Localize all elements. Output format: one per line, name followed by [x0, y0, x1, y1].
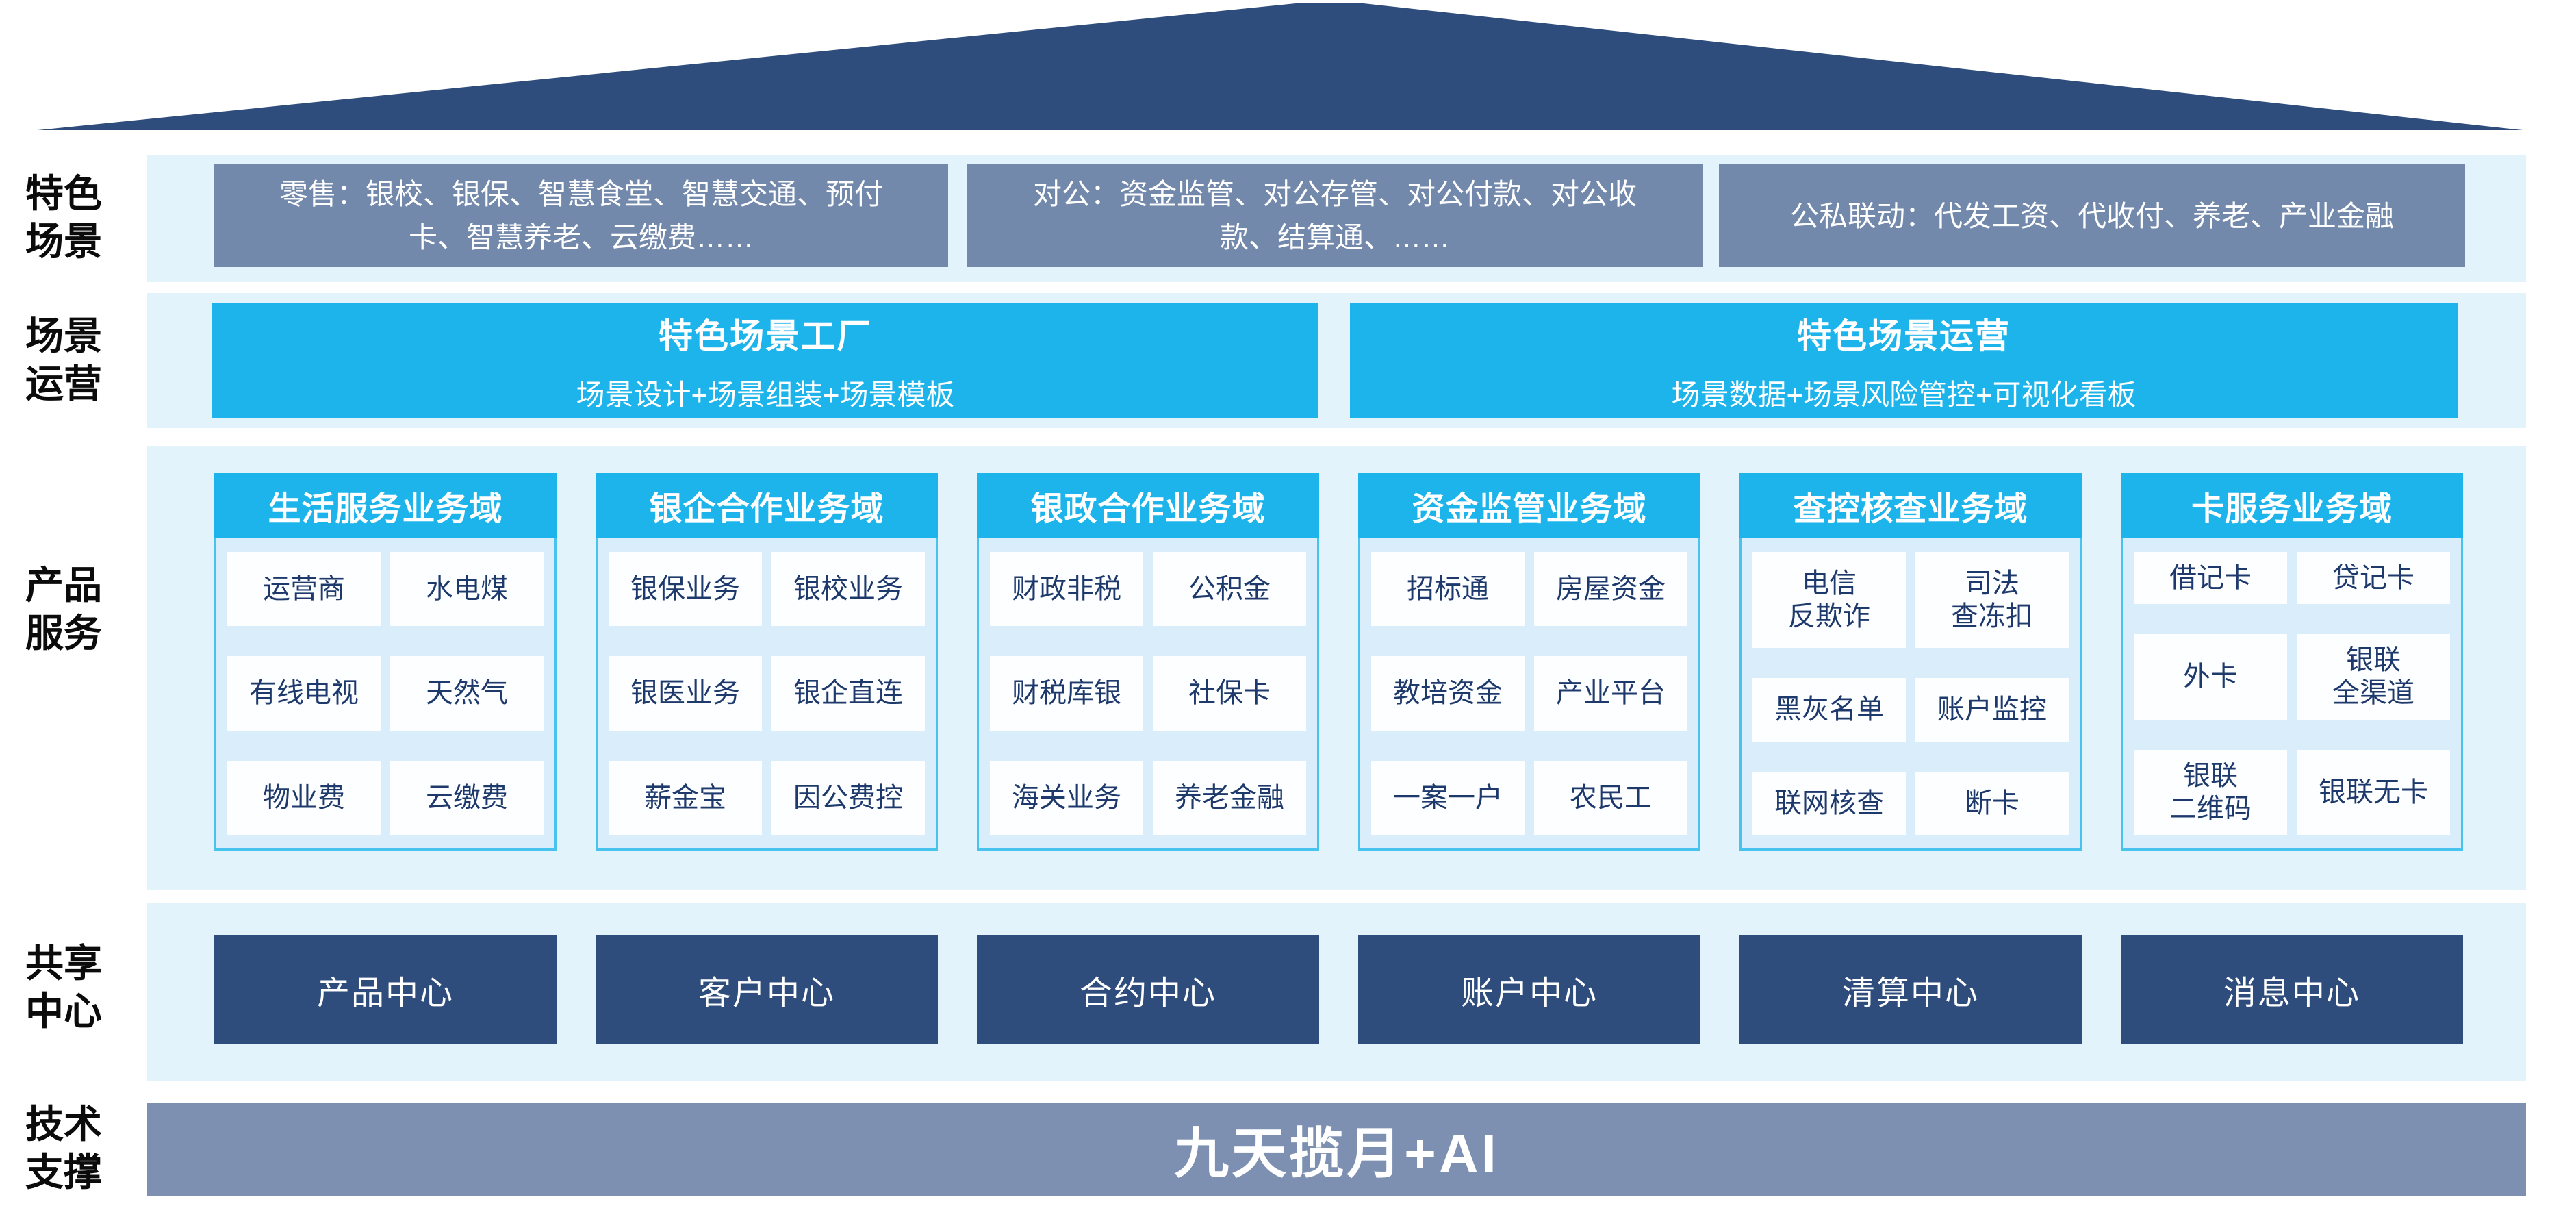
product-item: 有线电视 [227, 656, 381, 731]
side-label-scenes: 特色 场景 [25, 172, 102, 263]
products-band: 生活服务业务域 运营商 水电煤 有线电视 天然气 物业费 云缴费 银企合作业务域… [147, 446, 2526, 890]
product-column-inspection: 查控核查业务域 电信 反欺诈 司法 查冻扣 黑灰名单 账户监控 联网核查 断卡 [1739, 473, 2082, 851]
product-item: 物业费 [227, 760, 381, 835]
product-item: 外卡 [2134, 634, 2287, 720]
shared-center-account: 账户中心 [1358, 935, 1700, 1044]
product-column-fund-supervision: 资金监管业务域 招标通 房屋资金 教培资金 产业平台 一案一户 农民工 [1358, 473, 1700, 851]
product-item: 养老金融 [1153, 760, 1306, 835]
product-column-title: 银企合作业务域 [596, 473, 938, 538]
scene-operation-title: 特色场景运营 [1797, 316, 2011, 355]
scene-box-linkage: 公私联动：代发工资、代收付、养老、产业金融 [1719, 164, 2465, 267]
shared-center-contract: 合约中心 [977, 935, 1319, 1044]
scenes-band: 零售：银校、银保、智慧食堂、智慧交通、预付 卡、智慧养老、云缴费…… 对公：资金… [147, 155, 2526, 282]
product-item: 银联 二维码 [2134, 749, 2287, 835]
product-item: 黑灰名单 [1752, 678, 1906, 742]
product-item: 断卡 [1915, 771, 2069, 835]
product-item: 司法 查冻扣 [1915, 552, 2069, 649]
product-item: 银医业务 [609, 656, 762, 731]
product-item: 云缴费 [390, 760, 544, 835]
scene-operation-box: 特色场景运营 场景数据+场景风险管控+可视化看板 [1350, 303, 2458, 418]
product-column-body: 借记卡 贷记卡 外卡 银联 全渠道 银联 二维码 银联无卡 [2121, 538, 2463, 851]
product-item: 电信 反欺诈 [1752, 552, 1906, 649]
product-item: 因公费控 [771, 760, 925, 835]
product-column-body: 财政非税 公积金 财税库银 社保卡 海关业务 养老金融 [977, 538, 1319, 851]
scene-operation-subtitle: 场景数据+场景风险管控+可视化看板 [1671, 378, 2137, 411]
product-item: 公积金 [1153, 552, 1306, 627]
product-item: 财税库银 [990, 656, 1143, 731]
product-column-body: 运营商 水电煤 有线电视 天然气 物业费 云缴费 [214, 538, 557, 851]
product-columns: 生活服务业务域 运营商 水电煤 有线电视 天然气 物业费 云缴费 银企合作业务域… [214, 473, 2463, 851]
side-label-tech: 技术 支撑 [25, 1103, 102, 1194]
tech-support-banner: 九天揽月+AI [147, 1103, 2526, 1196]
tech-support-banner-text: 九天揽月+AI [1174, 1123, 1499, 1184]
side-label-operation: 场景 运营 [25, 314, 102, 405]
product-item: 招标通 [1371, 552, 1525, 627]
product-item: 联网核查 [1752, 771, 1906, 835]
product-item: 账户监控 [1915, 678, 2069, 742]
product-item: 银联无卡 [2297, 749, 2450, 835]
product-item: 水电煤 [390, 552, 544, 627]
side-label-shared: 共享 中心 [25, 942, 102, 1033]
operation-band: 特色场景工厂 场景设计+场景组装+场景模板 特色场景运营 场景数据+场景风险管控… [147, 293, 2526, 428]
product-column-title: 查控核查业务域 [1739, 473, 2082, 538]
product-item: 银保业务 [609, 552, 762, 627]
product-column-bank-government: 银政合作业务域 财政非税 公积金 财税库银 社保卡 海关业务 养老金融 [977, 473, 1319, 851]
scene-factory-title: 特色场景工厂 [659, 316, 872, 355]
product-item: 农民工 [1534, 760, 1687, 835]
product-column-card-service: 卡服务业务域 借记卡 贷记卡 外卡 银联 全渠道 银联 二维码 银联无卡 [2121, 473, 2463, 851]
product-item: 银企直连 [771, 656, 925, 731]
product-item: 房屋资金 [1534, 552, 1687, 627]
scene-box-corporate: 对公：资金监管、对公存管、对公付款、对公收 款、结算通、…… [967, 164, 1703, 267]
product-column-title: 银政合作业务域 [977, 473, 1319, 538]
product-column-title: 资金监管业务域 [1358, 473, 1700, 538]
product-column-title: 卡服务业务域 [2121, 473, 2463, 538]
product-item: 借记卡 [2134, 552, 2287, 605]
shared-center-clearing: 清算中心 [1739, 935, 2082, 1044]
shared-band: 产品中心 客户中心 合约中心 账户中心 清算中心 消息中心 [147, 903, 2526, 1081]
shared-center-message: 消息中心 [2121, 935, 2463, 1044]
product-column-title: 生活服务业务域 [214, 473, 557, 538]
product-item: 教培资金 [1371, 656, 1525, 731]
product-item: 天然气 [390, 656, 544, 731]
product-item: 财政非税 [990, 552, 1143, 627]
scene-box-retail: 零售：银校、银保、智慧食堂、智慧交通、预付 卡、智慧养老、云缴费…… [214, 164, 948, 267]
shared-center-product: 产品中心 [214, 935, 557, 1044]
product-column-life: 生活服务业务域 运营商 水电煤 有线电视 天然气 物业费 云缴费 [214, 473, 557, 851]
product-item: 银联 全渠道 [2297, 634, 2450, 720]
product-item: 社保卡 [1153, 656, 1306, 731]
platform-roof [38, 3, 2523, 130]
product-item: 银校业务 [771, 552, 925, 627]
shared-center-customer: 客户中心 [596, 935, 938, 1044]
product-column-bank-enterprise: 银企合作业务域 银保业务 银校业务 银医业务 银企直连 薪金宝 因公费控 [596, 473, 938, 851]
product-column-body: 银保业务 银校业务 银医业务 银企直连 薪金宝 因公费控 [596, 538, 938, 851]
product-column-body: 电信 反欺诈 司法 查冻扣 黑灰名单 账户监控 联网核查 断卡 [1739, 538, 2082, 851]
product-column-body: 招标通 房屋资金 教培资金 产业平台 一案一户 农民工 [1358, 538, 1700, 851]
product-item: 运营商 [227, 552, 381, 627]
product-item: 一案一户 [1371, 760, 1525, 835]
product-item: 海关业务 [990, 760, 1143, 835]
scene-factory-box: 特色场景工厂 场景设计+场景组装+场景模板 [212, 303, 1318, 418]
shared-center-boxes: 产品中心 客户中心 合约中心 账户中心 清算中心 消息中心 [214, 935, 2463, 1044]
product-item: 产业平台 [1534, 656, 1687, 731]
side-label-products: 产品 服务 [25, 564, 102, 655]
product-item: 薪金宝 [609, 760, 762, 835]
product-item: 贷记卡 [2297, 552, 2450, 605]
scene-factory-subtitle: 场景设计+场景组装+场景模板 [576, 378, 955, 411]
